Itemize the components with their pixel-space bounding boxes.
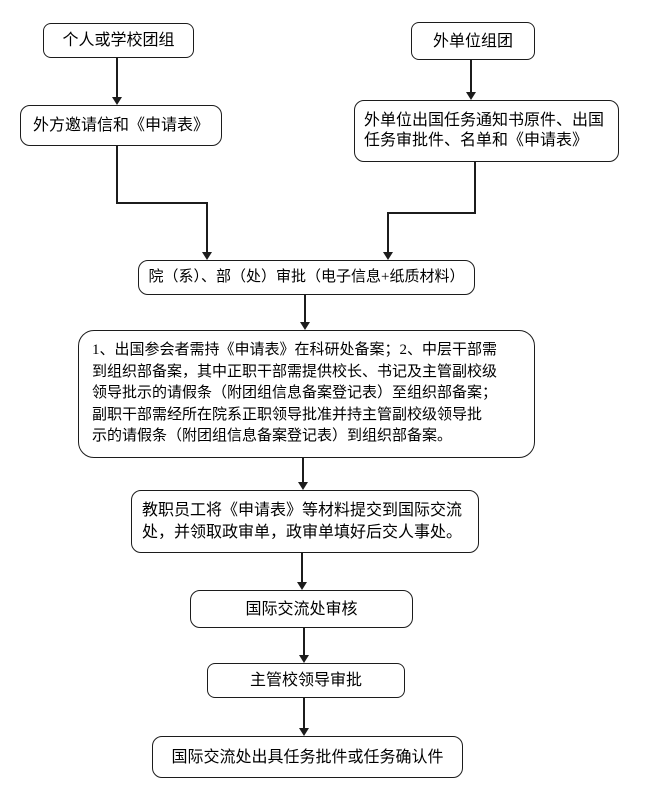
arrowhead-down-icon	[300, 322, 310, 330]
connector-line	[301, 553, 303, 582]
connector-line	[302, 458, 304, 482]
connector-line	[116, 58, 118, 97]
node-individual-or-school-group: 个人或学校团组	[43, 23, 194, 58]
node-external-unit-documents: 外单位出国任务通知书原件、出国 任务审批件、名单和《申请表》	[354, 100, 619, 162]
connector-line	[304, 295, 306, 322]
node-intl-exchange-office-review: 国际交流处审核	[190, 590, 413, 628]
connector-line	[303, 628, 305, 655]
connector-line	[303, 698, 305, 728]
arrowhead-down-icon	[297, 582, 307, 590]
node-task-approval-document: 国际交流处出具任务批件或任务确认件	[152, 736, 463, 778]
node-foreign-invitation-letter: 外方邀请信和《申请表》	[20, 105, 222, 146]
connector-line	[388, 212, 476, 214]
connector-line	[387, 212, 389, 252]
connector-line	[206, 202, 208, 252]
arrowhead-down-icon	[383, 252, 393, 260]
arrowhead-down-icon	[466, 92, 476, 100]
connector-line	[474, 162, 476, 213]
node-submit-materials: 教职员工将《申请表》等材料提交到国际交流 处，并领取政审单，政审单填好后交人事处…	[131, 490, 479, 553]
arrowhead-down-icon	[112, 97, 122, 105]
connector-line	[470, 60, 472, 92]
arrowhead-down-icon	[298, 482, 308, 490]
node-filing-requirements: 1、出国参会者需持《申请表》在科研处备案；2、中层干部需 到组织部备案，其中正职…	[78, 330, 535, 458]
node-school-leader-approval: 主管校领导审批	[207, 663, 405, 698]
arrowhead-down-icon	[202, 252, 212, 260]
connector-line	[116, 146, 118, 203]
node-department-approval: 院（系）、部（处）审批（电子信息+纸质材料）	[138, 260, 475, 295]
node-external-unit-group: 外单位组团	[411, 22, 535, 60]
connector-line	[116, 202, 208, 204]
arrowhead-down-icon	[299, 728, 309, 736]
arrowhead-down-icon	[299, 655, 309, 663]
